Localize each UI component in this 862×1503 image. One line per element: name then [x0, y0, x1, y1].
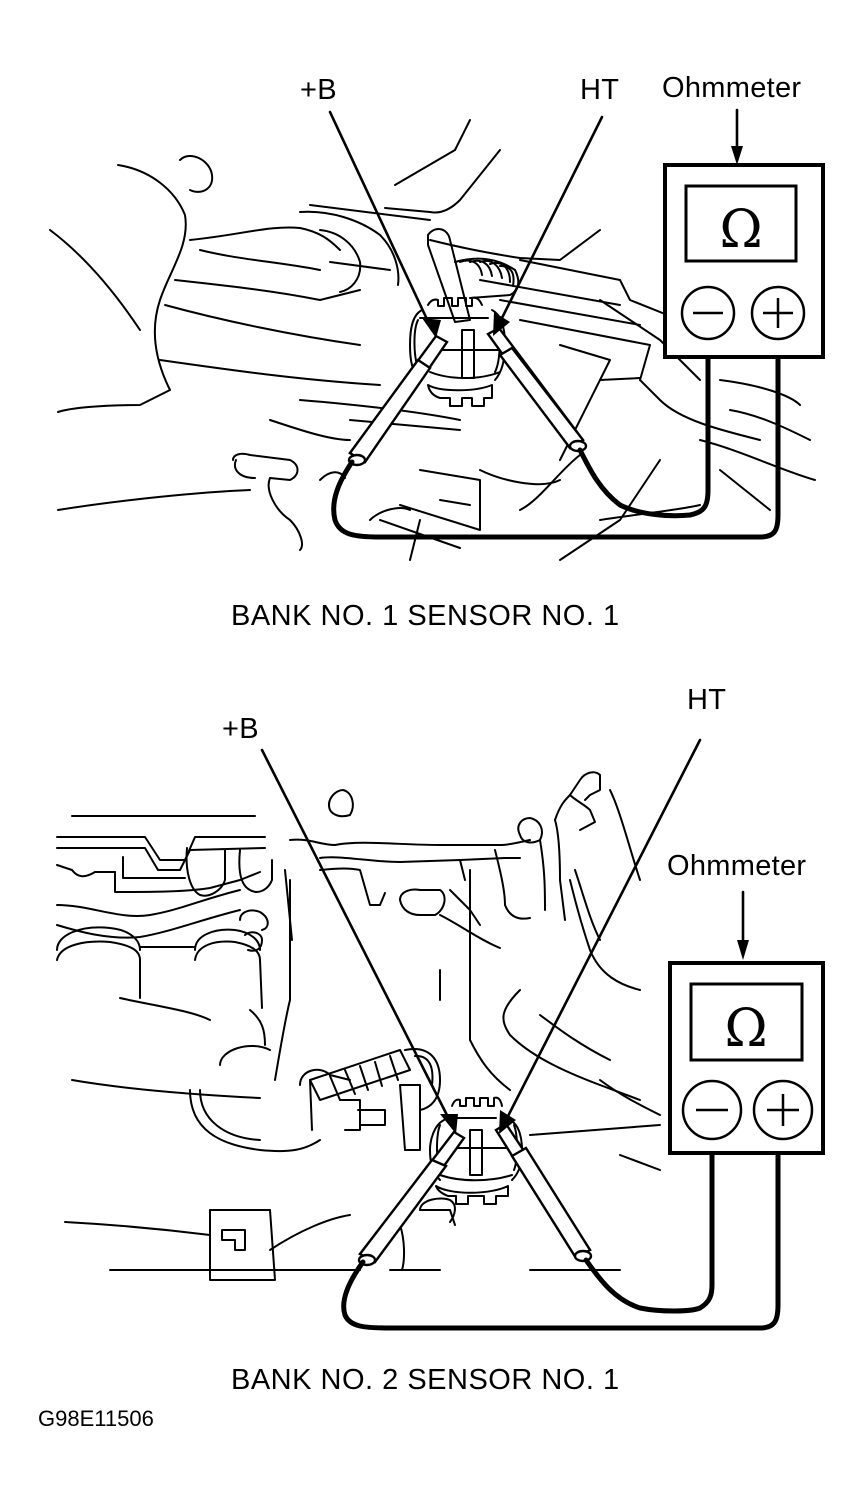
bank1-plus-b-pointer	[328, 110, 434, 332]
bank1-ht-pointer	[496, 115, 604, 328]
bank1-illustration: Ω	[49, 108, 825, 561]
bank2-lead-negative	[341, 1137, 781, 1331]
bank1-ohmmeter-label: Ohmmeter	[662, 72, 802, 104]
bank1-pointers	[328, 108, 743, 338]
bank2-oxygen-sensor	[309, 1048, 441, 1111]
bank2-test-probes	[357, 1122, 593, 1267]
bank2-ht-label: HT	[687, 684, 727, 716]
bank1-lead-positive	[577, 342, 711, 519]
bank2-ohmmeter-label: Ohmmeter	[667, 850, 807, 882]
bank1-ht-arrowhead	[493, 312, 510, 336]
bank2-lead-positive	[583, 1137, 715, 1314]
bank2-pointers	[260, 738, 749, 1134]
bank2-plus-b-pointer	[260, 748, 454, 1127]
bank1-caption: BANK NO. 1 SENSOR NO. 1	[231, 600, 620, 632]
bank1-test-probes	[347, 326, 588, 467]
bank2-ht-arrowhead	[499, 1110, 516, 1134]
bank2-ht-pointer	[502, 738, 702, 1126]
bank1-engine-background	[49, 119, 816, 561]
bank1-ohmmeter: Ω	[663, 163, 825, 359]
bank1-plus-b-label: +B	[300, 74, 337, 106]
bank2-omega-icon: Ω	[724, 999, 767, 1059]
bank1-plus-b-arrowhead	[422, 318, 441, 338]
bank2-illustration: Ω	[56, 738, 825, 1331]
diagram-panel-bank1: Ω +B HT Ohmmeter BANK NO. 1 SENSOR NO. 1	[0, 0, 862, 660]
bank2-meter-arrowhead	[737, 940, 749, 960]
bank1-lead-negative	[331, 342, 781, 540]
bank2-plus-b-label: +B	[222, 713, 259, 745]
bank1-meter-arrowhead	[731, 146, 743, 165]
bank1-plus-icon	[763, 298, 793, 328]
bank2-ohmmeter-display	[689, 982, 804, 1062]
bank2-plus-b-arrowhead	[440, 1114, 458, 1134]
diagram-panel-bank2: Ω +B HT Ohmmeter BANK NO. 2 SENSOR NO. 1	[0, 660, 862, 1420]
bank2-plus-icon	[767, 1094, 799, 1126]
bank2-caption: BANK NO. 2 SENSOR NO. 1	[231, 1364, 620, 1396]
bank2-ohmmeter: Ω	[668, 961, 825, 1155]
bank1-omega-icon: Ω	[719, 200, 762, 260]
bank1-ht-label: HT	[580, 74, 620, 106]
bank1-ohmmeter-display	[684, 184, 798, 263]
figure-id-code: G98E11506	[38, 1406, 154, 1431]
bank2-engine-background	[56, 771, 661, 1281]
